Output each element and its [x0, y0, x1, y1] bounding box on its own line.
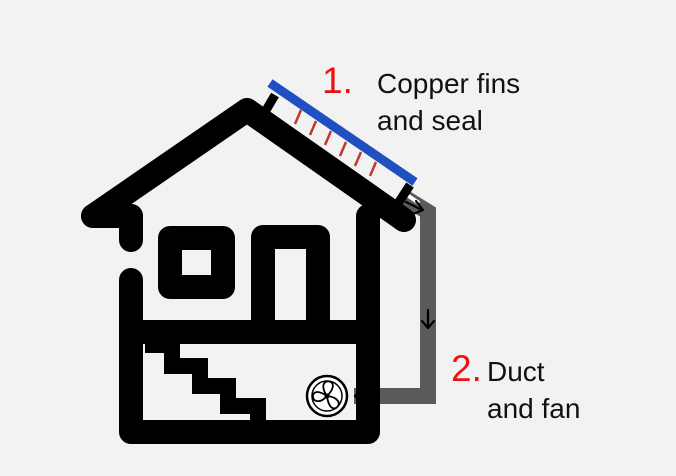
- step-2-label-line-1: Duct: [487, 356, 545, 387]
- arrow-left-icon: [353, 388, 375, 404]
- house-icon: [81, 98, 416, 444]
- panel-glass: [267, 79, 418, 186]
- panel-bracket-left: [258, 92, 279, 120]
- step-1-label-line-2: and seal: [377, 105, 483, 136]
- step-2-label-line-2: and fan: [487, 393, 581, 424]
- fan-icon: [305, 374, 349, 418]
- step-2-number: 2.: [451, 348, 482, 389]
- roof: [81, 98, 416, 232]
- arrow-right-icon: [404, 199, 425, 216]
- step-2-label: Duct and fan: [487, 353, 580, 427]
- door: [251, 225, 330, 344]
- panel-bracket-right: [393, 182, 414, 208]
- step-1-number: 1.: [322, 60, 353, 101]
- arrow-down-icon: [420, 308, 436, 330]
- step-1-label-line-1: Copper fins: [377, 68, 521, 99]
- copper-fins: [293, 109, 378, 177]
- step-1-label: Copper fins and seal: [377, 65, 520, 139]
- duct-pipe: [354, 189, 436, 404]
- stairs: [145, 337, 266, 432]
- solar-panel-icon: [258, 79, 418, 208]
- window: [158, 226, 235, 299]
